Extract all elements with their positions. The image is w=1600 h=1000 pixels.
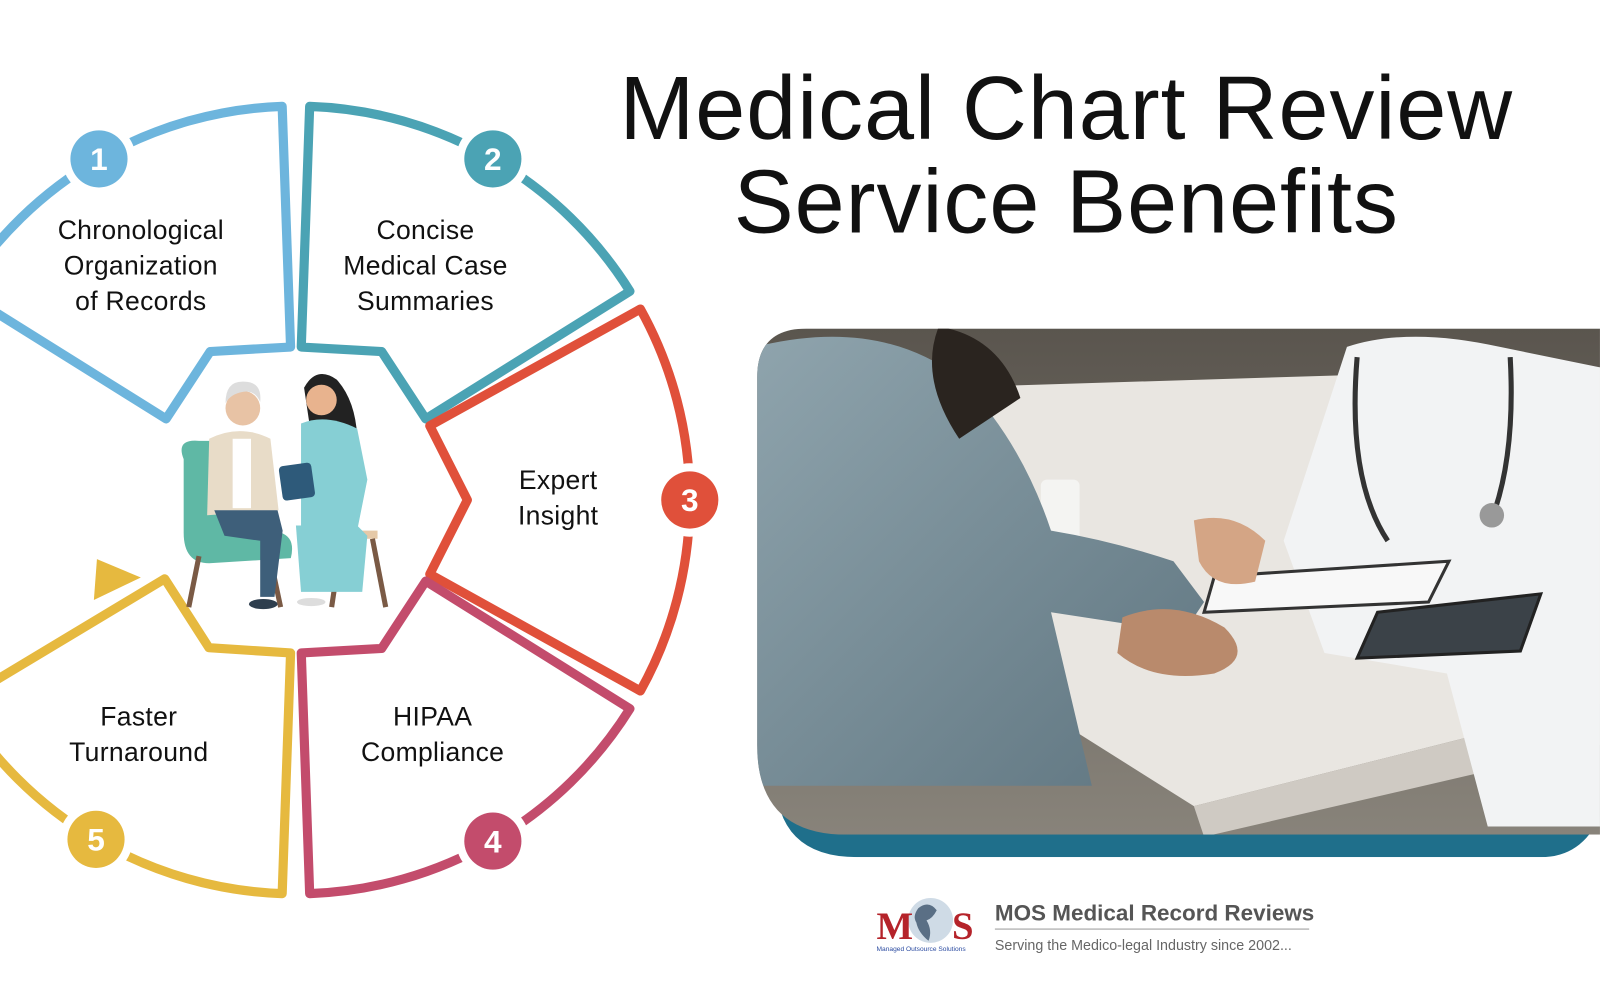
benefit-label-line: HIPAA — [393, 701, 473, 732]
benefit-label-line: Chronological — [57, 214, 224, 245]
benefit-label-line: Organization — [63, 249, 218, 281]
benefit-label-line: of Records — [75, 285, 207, 317]
benefit-label-line: Faster — [100, 701, 178, 732]
logo-name: MOS Medical Record Reviews — [994, 899, 1315, 926]
benefit-badge-2: 2 — [456, 122, 530, 196]
logo-subtitle: Managed Outsource Solutions — [877, 946, 967, 953]
benefit-badge-3: 3 — [653, 463, 727, 537]
consultation-photo — [757, 328, 1600, 858]
benefit-label-line: Summaries — [357, 285, 494, 317]
benefit-label-line: Medical Case — [343, 249, 508, 281]
svg-text:M: M — [877, 905, 914, 948]
benefit-label-line: Expert — [518, 464, 598, 495]
cycle-arrow-icon — [93, 559, 141, 600]
benefit-badge-5: 5 — [59, 802, 133, 877]
benefit-badge-4: 4 — [456, 804, 530, 878]
patient-nurse-illustration — [181, 374, 389, 610]
title-line-1: Medical Chart Review — [619, 57, 1514, 159]
badge-number: 4 — [484, 823, 502, 859]
benefit-label-4: HIPAA Compliance — [315, 699, 550, 770]
mos-logo: M S Managed Outsource Solutions — [877, 897, 974, 953]
badge-number: 5 — [87, 822, 105, 858]
badge-number: 2 — [484, 141, 502, 177]
benefit-label-line: Insight — [517, 499, 599, 531]
benefit-label-line: Compliance — [361, 736, 505, 768]
benefits-wheel: 1 2 3 4 5 — [0, 101, 727, 899]
logo-tagline: Serving the Medico-legal Industry since … — [994, 936, 1292, 954]
title-line-2: Service Benefits — [733, 151, 1399, 253]
benefit-label-line: Concise — [376, 214, 475, 245]
benefit-badge-1: 1 — [62, 122, 136, 196]
badge-number: 1 — [90, 141, 108, 177]
logo-divider — [994, 928, 1310, 930]
benefit-label-line: Turnaround — [69, 736, 209, 768]
svg-text:S: S — [952, 905, 974, 948]
badge-number: 3 — [681, 482, 699, 518]
